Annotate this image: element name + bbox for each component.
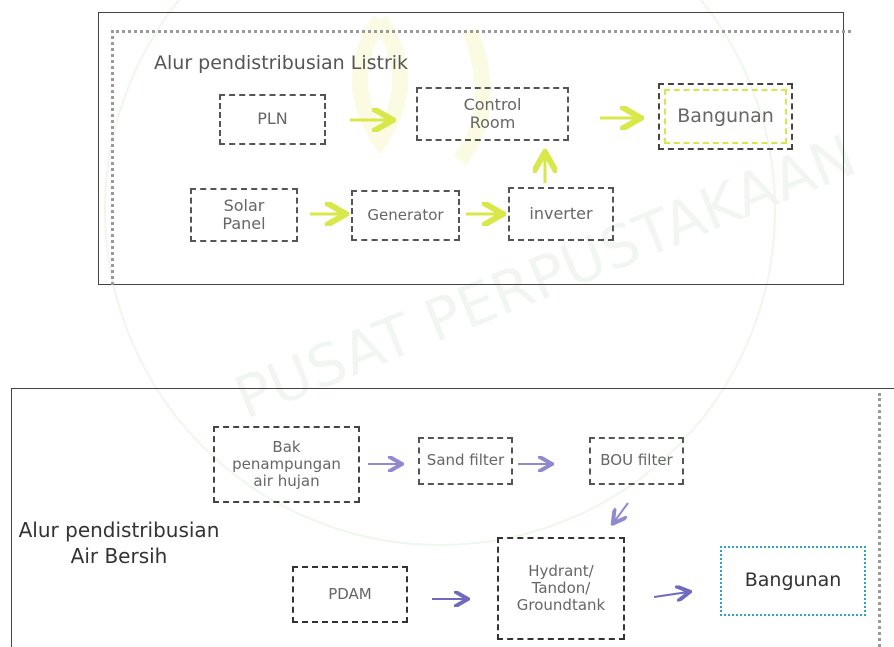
arrow-hydrant-bangunan <box>653 592 688 597</box>
node-bou-filter: BOU filter <box>589 437 684 485</box>
electric-diagram <box>98 12 844 285</box>
water-diagram <box>11 388 894 647</box>
node-sand-filter: Sand filter <box>418 437 513 485</box>
node-bangunan-electric: Bangunan <box>658 83 793 150</box>
water-title: Alur pendistribusian Air Bersih <box>18 518 220 568</box>
electric-title: Alur pendistribusian Listrik <box>154 52 409 74</box>
electric-dotted-frame <box>111 30 851 285</box>
node-control-room: Control Room <box>416 87 569 141</box>
node-generator: Generator <box>351 190 460 241</box>
node-pdam: PDAM <box>292 566 408 623</box>
node-pln: PLN <box>219 94 326 145</box>
node-bangunan-water: Bangunan <box>720 546 866 616</box>
node-bangunan-electric-inner <box>664 89 787 144</box>
arrow-bou-hydrant <box>614 502 629 522</box>
node-inverter: inverter <box>508 187 614 241</box>
water-dotted-right <box>878 393 882 647</box>
node-bak: Bak penampungan air hujan <box>213 426 360 503</box>
node-hydrant: Hydrant/ Tandon/ Groundtank <box>497 537 625 640</box>
node-solar-panel: Solar Panel <box>190 188 298 242</box>
